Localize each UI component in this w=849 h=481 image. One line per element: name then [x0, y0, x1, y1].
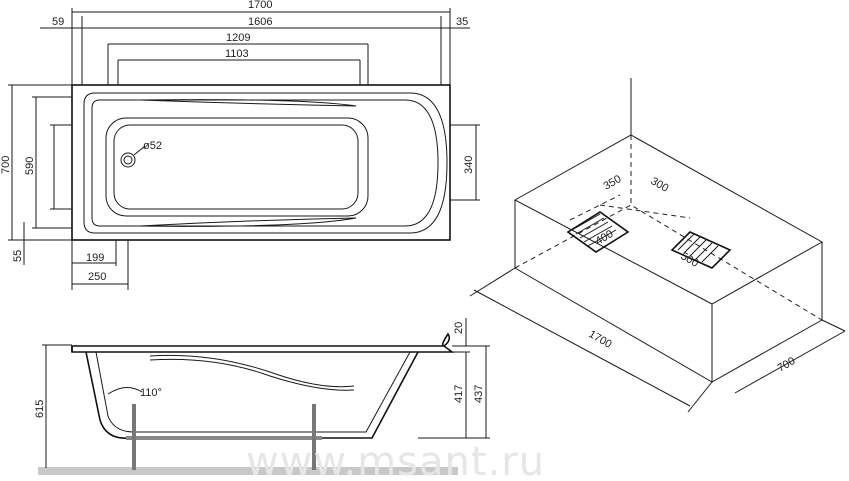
- iso-view: 350 300 400 500 1700 700: [469, 78, 846, 413]
- dim-iso-c: 400: [594, 228, 616, 248]
- dim-inner-width: 590: [24, 157, 36, 175]
- pad-left: [566, 211, 630, 253]
- armrest-bottom: [139, 217, 357, 227]
- leg-right: [312, 404, 316, 470]
- dim-iso-width: 700: [776, 355, 798, 375]
- dim-iso-length: 1700: [587, 328, 614, 351]
- box-front-right: [711, 242, 823, 383]
- angle-arc: [107, 387, 143, 395]
- dim-width: 700: [0, 156, 12, 174]
- dim-left-span-1: 199: [86, 252, 104, 264]
- dim-bottom-offset: 55: [12, 250, 24, 262]
- box-front-left: [514, 200, 713, 383]
- bath-rim-outline: [71, 84, 451, 241]
- dim-iso-b: 300: [649, 175, 671, 195]
- bath-bottom-outline: [105, 117, 369, 217]
- dim-left-offset: 59: [52, 16, 64, 28]
- side-armrest: [149, 354, 355, 388]
- dim-height-total: 615: [34, 400, 46, 418]
- dim-angle: 110°: [140, 387, 162, 399]
- dim-right-offset: 35: [456, 16, 468, 28]
- dim-left-span-2: 250: [88, 271, 106, 283]
- armrest-top: [139, 99, 357, 107]
- frame-bar: [126, 436, 322, 440]
- drain-outer: [120, 152, 136, 168]
- dim-overall-length: 1700: [248, 0, 272, 11]
- drain-leader: [133, 145, 146, 156]
- side-view: 110° 615 417 437 20: [34, 318, 490, 475]
- bath-bowl-outline: [83, 92, 448, 234]
- dim-depth-1: 417: [453, 385, 465, 403]
- leg-left: [132, 404, 136, 470]
- box-hidden-edges: [514, 204, 823, 321]
- rim-profile: [71, 332, 455, 353]
- dim-drain: ø52: [143, 140, 162, 152]
- dim-inner-length: 1606: [248, 16, 272, 28]
- dim-depth-2: 437: [473, 385, 485, 403]
- bath-bowl-inner: [91, 99, 439, 227]
- dim-rim: 20: [453, 322, 465, 334]
- bath-bottom-inner: [113, 124, 359, 210]
- dim-short-length: 1103: [225, 48, 249, 60]
- floor: [38, 467, 458, 475]
- dim-mid-length: 1209: [226, 32, 250, 44]
- top-view: ø52 1700 1606 59 35 1209 1103 700 59: [0, 0, 480, 290]
- dim-iso-a: 350: [602, 173, 624, 193]
- dim-iso-d: 500: [679, 250, 701, 270]
- pad-right: [670, 231, 732, 269]
- watermark: www.msant.ru: [246, 439, 545, 481]
- box-top: [513, 134, 824, 305]
- dim-right-height: 340: [463, 156, 475, 174]
- drain-inner: [123, 155, 133, 165]
